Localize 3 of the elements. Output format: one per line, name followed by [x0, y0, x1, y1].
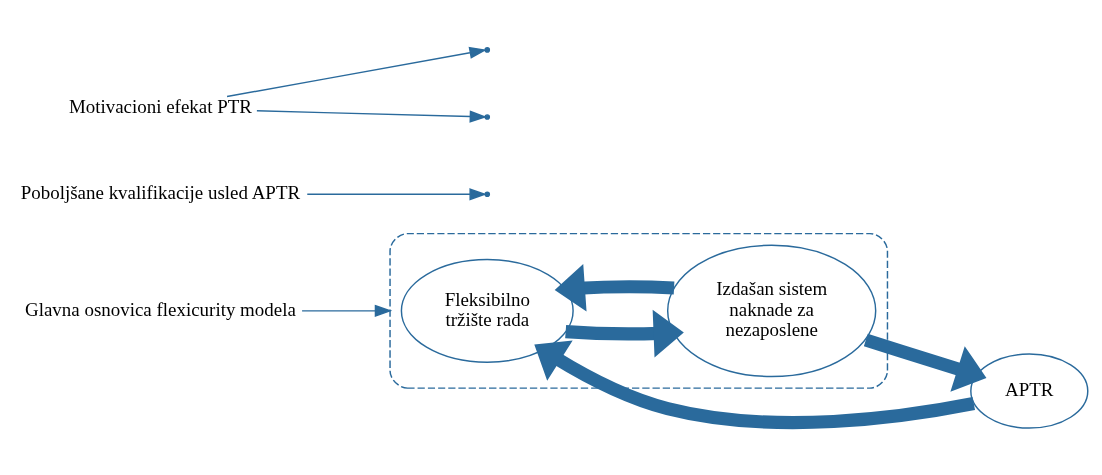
node-text: Poboljšane kvalifikacije usled APTR — [20, 181, 301, 203]
node-text: Glavna osnovica flexicurity modela — [25, 298, 296, 320]
node-text: Motivacioni efekat PTR — [68, 95, 252, 117]
